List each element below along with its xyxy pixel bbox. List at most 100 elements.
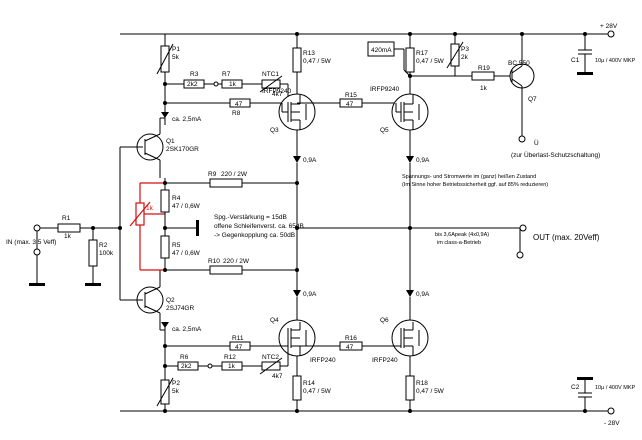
r11-value: 47 <box>235 344 243 351</box>
note-gain-2: offene Schleifenverst. ca. 65dB <box>214 223 304 230</box>
note-voltages-1: Spannungs- und Stromwerte im (ganz) heiß… <box>402 174 536 180</box>
transistor-q2: Q2 2SJ74GR <box>120 270 194 330</box>
r3-name: R3 <box>190 71 199 78</box>
output-ground-terminal[interactable] <box>516 251 524 259</box>
r6-name: R6 <box>180 354 189 361</box>
ntc2-label: NTC2 <box>262 354 279 361</box>
r1-value: 1k <box>64 233 72 240</box>
r12-value: 1k <box>228 363 236 370</box>
p3-value: 2k <box>461 54 469 61</box>
upper-driver: P1 5k R3 2k2 R7 1k NTC1 4k7 47 R8 ca. 2,… <box>156 34 289 125</box>
current-q1: ca. 2,5mA <box>172 116 202 123</box>
protection-note: (zur Überlast-Schutzschaltung) <box>511 151 600 159</box>
r16-value: 47 <box>346 344 354 351</box>
positive-rail-label: + 28V <box>600 23 618 30</box>
input-label: IN (max. 3,5 Veff) <box>6 239 56 246</box>
arrow-icon <box>406 290 414 297</box>
ntc2-value: 4k7 <box>272 373 283 380</box>
transistor-q1: Q1 2SK170GR <box>120 118 199 178</box>
ground-input <box>29 283 45 286</box>
transistor-q5: IRFP9240 Q5 <box>370 86 429 134</box>
transistor-q3: IRFP9240 Q3 <box>262 88 316 134</box>
c1-value: 10µ / 400V MKP <box>595 58 635 64</box>
r14-value: 0,47 / 5W <box>303 388 332 395</box>
note-bias-1: bis 3,6Apeak (4x0,9A) <box>435 232 489 238</box>
q4-type: IRFP240 <box>310 357 336 364</box>
current-q3: 0,9A <box>303 157 317 164</box>
r2-name: R2 <box>99 242 108 249</box>
q5-name: Q5 <box>380 127 389 134</box>
lower-driver: 0,9A 0,9A Q4 IRFP240 Q6 IRFP240 <box>156 290 635 413</box>
p2-name: P2 <box>172 380 180 387</box>
r5-value: 47 / 0,6W <box>172 250 201 257</box>
resistor-r9 <box>209 178 243 188</box>
p3-name: P3 <box>461 46 469 53</box>
arrow-icon <box>293 156 301 163</box>
output-terminal[interactable] <box>519 224 527 232</box>
resistor-r10 <box>209 265 243 275</box>
bias-network: 1k R4 47 / 0,6W R5 47 / 0,6W R9 220 / 2W… <box>129 171 600 275</box>
r6-value: 2k2 <box>181 363 192 370</box>
r5-name: R5 <box>172 242 181 249</box>
resistor-r19 <box>471 71 495 81</box>
p4-value: 1k <box>146 205 154 212</box>
arrow-icon <box>293 290 301 297</box>
c2-value: 10µ / 400V MKP <box>595 385 635 391</box>
protection-circuit: P3 2k R19 1k BC 550 Q7 Ü (zur Überlast-S… <box>410 32 600 159</box>
note-gain-1: Spg.-Verstärkung = 15dB <box>214 214 287 221</box>
r13-name: R13 <box>303 50 315 57</box>
resistor-r18 <box>405 375 415 401</box>
r19-name: R19 <box>478 65 490 72</box>
q2-name: Q2 <box>166 297 175 304</box>
r8-name: R8 <box>232 110 241 117</box>
q1-name: Q1 <box>166 138 175 145</box>
q3-name: Q3 <box>270 127 279 134</box>
resistor-r1 <box>57 223 81 233</box>
c2-name: C2 <box>571 384 580 391</box>
p2-value: 5k <box>172 388 180 395</box>
q3-type: IRFP9240 <box>262 88 292 95</box>
c1-name: C1 <box>571 57 580 64</box>
protection-terminal[interactable] <box>518 135 526 143</box>
q6-name: Q6 <box>380 317 389 324</box>
capacitor-c1: C1 10µ / 400V MKP <box>571 32 635 75</box>
protection-label: Ü <box>534 139 539 147</box>
positive-rail: + 28V <box>120 23 618 38</box>
r17-name: R17 <box>416 50 428 57</box>
transistor-q7 <box>509 63 535 89</box>
r16-name: R16 <box>345 335 357 342</box>
r13-value: 0,47 / 5W <box>303 58 332 65</box>
note-gain-3: -> Gegenkopplung ca. 50dB <box>214 232 295 239</box>
negative-rail: - 28V <box>120 407 620 427</box>
current-q2: ca. 2,5mA <box>172 326 202 333</box>
r4-name: R4 <box>172 195 181 202</box>
r10-value: 220 / 2W <box>223 258 250 265</box>
ntc1-label: NTC1 <box>262 71 279 78</box>
feedback-cap <box>196 220 199 236</box>
r12-name: R12 <box>224 354 236 361</box>
ntc1-value: 4k7 <box>272 91 283 98</box>
r10-name: R10 <box>208 258 220 265</box>
resistor-r4 <box>160 189 170 213</box>
input-terminal[interactable] <box>33 224 41 232</box>
negative-rail-label: - 28V <box>604 420 620 427</box>
resistor-r2 <box>88 239 98 267</box>
q6-type: IRFP240 <box>372 357 398 364</box>
resistor-r14 <box>292 375 302 401</box>
q7-name: Q7 <box>528 96 537 103</box>
ground-r2 <box>85 283 101 286</box>
r7-value: 1k <box>229 81 237 88</box>
arrow-icon <box>161 322 169 328</box>
r9-name: R9 <box>208 171 217 178</box>
q1-type: 2SK170GR <box>166 146 199 153</box>
input-stage: R1 1k R2 100k IN (max. 3,5 Veff) <box>6 147 122 300</box>
q4-name: Q4 <box>270 317 279 324</box>
q7-type: BC 550 <box>508 60 530 67</box>
r3-value: 2k2 <box>187 81 198 88</box>
current-q4: 0,9A <box>303 291 317 298</box>
r7-name: R7 <box>222 71 231 78</box>
r15-name: R15 <box>345 92 357 99</box>
r19-value: 1k <box>480 85 488 92</box>
arrow-icon <box>161 112 169 118</box>
